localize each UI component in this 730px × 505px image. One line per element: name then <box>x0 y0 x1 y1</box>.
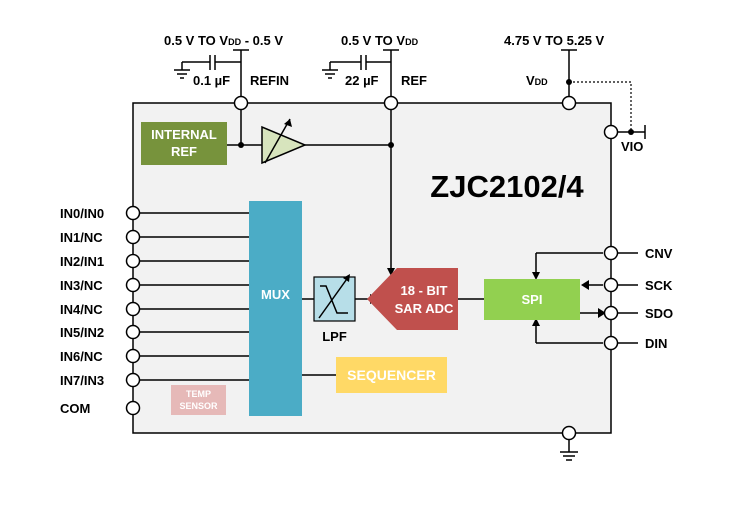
pin-in3 <box>125 277 141 293</box>
internal-ref-label-line2: REF <box>171 144 197 159</box>
ref-pin-label: REF <box>401 73 427 88</box>
refin-junction-dot <box>238 142 244 148</box>
refin-range-main: 0.5 V TO V <box>164 33 228 48</box>
internal-ref-block: INTERNAL REF <box>141 122 227 165</box>
sdo-label: SDO <box>645 306 673 321</box>
pin-sdo <box>603 305 619 321</box>
vdd-pin-main: V <box>526 73 535 88</box>
pin-sck <box>603 277 619 293</box>
pin-in5 <box>125 324 141 340</box>
refin-cap-label: 0.1 µF <box>193 73 230 88</box>
lpf-label: LPF <box>322 329 347 344</box>
supply-wiring <box>174 49 646 461</box>
spi-block <box>484 279 580 320</box>
temp-sensor-block <box>171 385 226 415</box>
din-label: DIN <box>645 336 667 351</box>
pin-in1 <box>125 229 141 245</box>
ref-range-sub: DD <box>405 37 418 47</box>
input-label-4: IN4/NC <box>60 302 103 317</box>
pin-in2 <box>125 253 141 269</box>
vdd-pin-sub: DD <box>535 77 548 87</box>
mux-block <box>249 201 302 416</box>
sck-label: SCK <box>645 278 673 293</box>
sequencer-block <box>336 357 447 393</box>
mux-label: MUX <box>261 287 290 302</box>
input-label-7: IN7/IN3 <box>60 373 104 388</box>
ref-range-main: 0.5 V TO V <box>341 33 405 48</box>
sequencer-label: SEQUENCER <box>347 367 436 383</box>
adc-label-line2: SAR ADC <box>395 301 454 316</box>
pin-in4 <box>125 301 141 317</box>
lpf-block <box>313 274 356 322</box>
refin-range-tail: - 0.5 V <box>241 33 283 48</box>
refin-pin-label: REFIN <box>250 73 289 88</box>
pin-com <box>125 400 141 416</box>
vio-pin-label: VIO <box>621 139 643 154</box>
temp-sensor-label-line1: TEMP <box>186 389 211 399</box>
input-label-6: IN6/NC <box>60 349 103 364</box>
input-label-5: IN5/IN2 <box>60 325 104 340</box>
adc-block <box>367 268 458 330</box>
adc-label-line1: 18 - BIT <box>401 283 448 298</box>
refin-range-sub: DD <box>228 37 241 47</box>
pin-in7 <box>125 372 141 388</box>
pin-gnd <box>561 425 577 441</box>
pin-vio <box>603 124 619 140</box>
cnv-label: CNV <box>645 246 673 261</box>
vdd-junction-dot <box>566 79 572 85</box>
vdd-pin-label: VDD <box>526 73 548 88</box>
pin-in6 <box>125 348 141 364</box>
vio-junction-dot <box>628 129 634 135</box>
spi-label: SPI <box>522 292 543 307</box>
input-label-0: IN0/IN0 <box>60 206 104 221</box>
pin-in0 <box>125 205 141 221</box>
internal-ref-label-line1: INTERNAL <box>151 127 217 142</box>
ref-range-label: 0.5 V TO VDD <box>341 33 419 48</box>
vdd-range-label: 4.75 V TO 5.25 V <box>504 33 605 48</box>
pins <box>125 95 619 441</box>
pin-din <box>603 335 619 351</box>
vdd-to-vio-dashed-link <box>569 81 632 132</box>
pin-refin <box>233 95 249 111</box>
part-number: ZJC2102/4 <box>430 169 584 204</box>
pin-vdd <box>561 95 577 111</box>
input-label-2: IN2/IN1 <box>60 254 104 269</box>
analog-input-labels: IN0/IN0 IN1/NC IN2/IN1 IN3/NC IN4/NC IN5… <box>60 206 104 416</box>
digital-pin-labels: CNV SCK SDO DIN <box>618 246 673 351</box>
refin-range-label: 0.5 V TO VDD - 0.5 V <box>164 33 283 48</box>
input-label-com: COM <box>60 401 90 416</box>
ref-junction-dot <box>388 142 394 148</box>
pin-cnv <box>603 245 619 261</box>
buffer-amplifier-icon <box>261 118 307 165</box>
ref-cap-label: 22 µF <box>345 73 379 88</box>
pin-ref <box>383 95 399 111</box>
input-label-3: IN3/NC <box>60 278 103 293</box>
input-label-1: IN1/NC <box>60 230 103 245</box>
temp-sensor-label-line2: SENSOR <box>179 401 218 411</box>
